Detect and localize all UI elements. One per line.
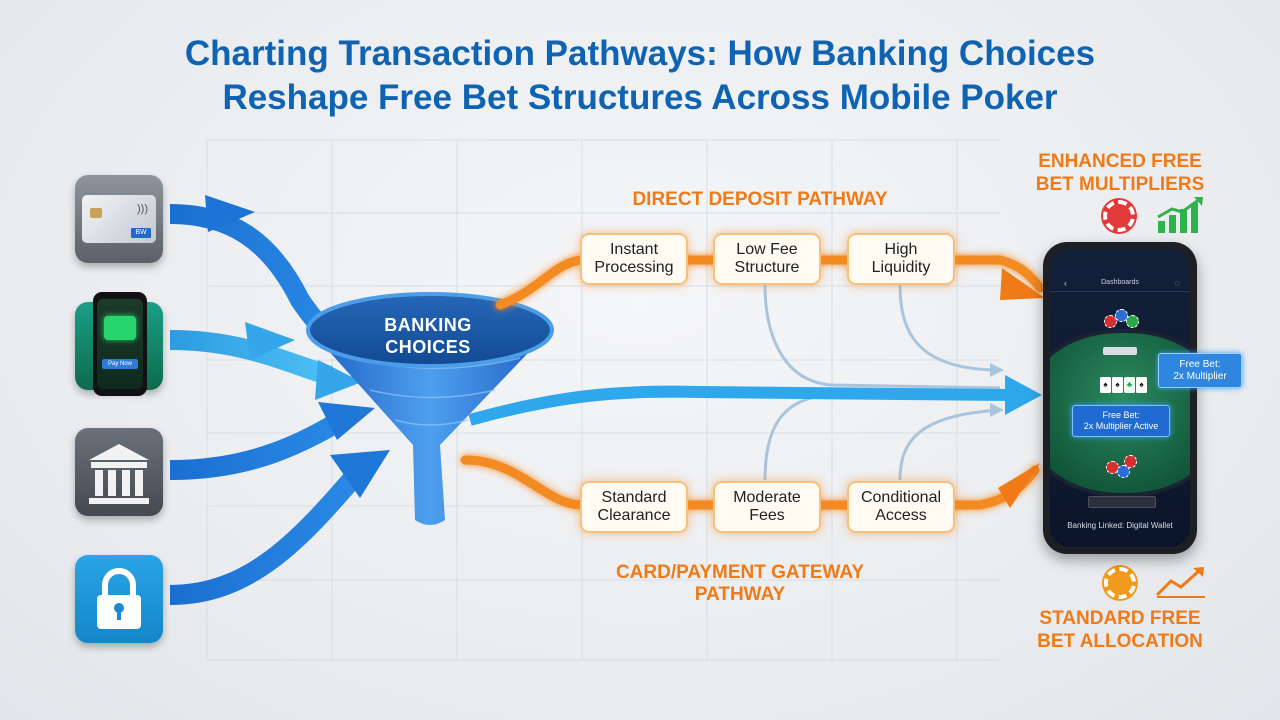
app-bar: ‹ Dashboards ◌ bbox=[1050, 275, 1190, 292]
step-moderate-fees: Moderate Fees bbox=[713, 481, 821, 533]
main-blue-flow bbox=[468, 385, 1011, 426]
card-chip bbox=[90, 208, 102, 218]
chip-stack-bottom bbox=[1106, 453, 1142, 479]
step-instant-processing: Instant Processing bbox=[580, 233, 688, 285]
direct-pathway-label: DIRECT DEPOSIT PATHWAY bbox=[632, 189, 888, 210]
card-brand: BW bbox=[131, 228, 151, 238]
wallet-icon bbox=[104, 316, 136, 340]
pay-now-button: Pay Now bbox=[102, 359, 138, 369]
credit-card-icon: ))) BW bbox=[75, 175, 163, 263]
rising-bar-chart-icon bbox=[1157, 197, 1203, 233]
orange-pathways bbox=[460, 255, 1045, 510]
funnel-label: BANKING CHOICES bbox=[384, 315, 472, 357]
banking-linked-caption: Banking Linked: Digital Wallet bbox=[1067, 521, 1173, 530]
arrow-from-bank bbox=[169, 406, 356, 480]
step-standard-clearance: Standard Clearance bbox=[580, 481, 688, 533]
poker-chip-red-icon bbox=[1103, 200, 1135, 232]
free-bet-active-banner[interactable]: Free Bet: 2x Multiplier Active bbox=[1072, 405, 1170, 437]
playing-card: ♣ bbox=[1124, 377, 1135, 393]
playing-card: ♠ bbox=[1100, 377, 1111, 393]
chip-stack-top bbox=[1104, 307, 1140, 333]
playing-card: ♠ bbox=[1136, 377, 1147, 393]
card-arrowhead bbox=[998, 463, 1040, 508]
rising-line-icon bbox=[1155, 567, 1205, 598]
title-text: Charting Transaction Pathways: How Banki… bbox=[184, 34, 1096, 117]
bank-glyph bbox=[89, 444, 149, 504]
bank-building-icon bbox=[75, 428, 163, 516]
input-arrows bbox=[169, 195, 390, 605]
community-cards: ♠ ♠ ♣ ♠ bbox=[1100, 377, 1147, 395]
pot-badge bbox=[1103, 347, 1137, 355]
arrow-from-lock bbox=[169, 463, 368, 605]
padlock-glyph bbox=[97, 568, 141, 629]
playing-card: ♠ bbox=[1112, 377, 1123, 393]
connector-lines bbox=[763, 284, 1001, 481]
standard-label: STANDARD FREE BET ALLOCATION bbox=[1037, 608, 1203, 652]
step-high-liquidity: High Liquidity bbox=[847, 233, 955, 285]
free-bet-callout: Free Bet: 2x Multiplier bbox=[1158, 353, 1242, 388]
poker-chip-orange-icon bbox=[1104, 567, 1136, 599]
page-title: Charting Transaction Pathways: How Banki… bbox=[0, 32, 1280, 120]
enhanced-label: ENHANCED FREE BET MULTIPLIERS bbox=[1035, 151, 1205, 195]
funnel bbox=[306, 292, 554, 525]
back-arrow-icon[interactable]: ‹ bbox=[1064, 278, 1067, 288]
phone-screen: ‹ Dashboards ◌ ♠ ♠ ♣ ♠ Free Bet: 2x Mult… bbox=[1050, 249, 1190, 547]
phone-wallet-icon: Pay Now bbox=[75, 292, 163, 396]
step-conditional-access: Conditional Access bbox=[847, 481, 955, 533]
contactless-icon: ))) bbox=[137, 203, 148, 215]
screen-action-button[interactable] bbox=[1088, 496, 1156, 508]
phone-mockup: ‹ Dashboards ◌ ♠ ♠ ♣ ♠ Free Bet: 2x Mult… bbox=[1043, 242, 1197, 554]
phone-screen bbox=[97, 299, 143, 389]
padlock-icon bbox=[75, 555, 163, 643]
direct-arrowhead bbox=[1000, 268, 1045, 300]
step-low-fee-structure: Low Fee Structure bbox=[713, 233, 821, 285]
app-title: Dashboards bbox=[1101, 279, 1139, 286]
card-pathway-label: CARD/PAYMENT GATEWAY PATHWAY bbox=[615, 562, 865, 605]
settings-icon[interactable]: ◌ bbox=[1174, 278, 1180, 288]
